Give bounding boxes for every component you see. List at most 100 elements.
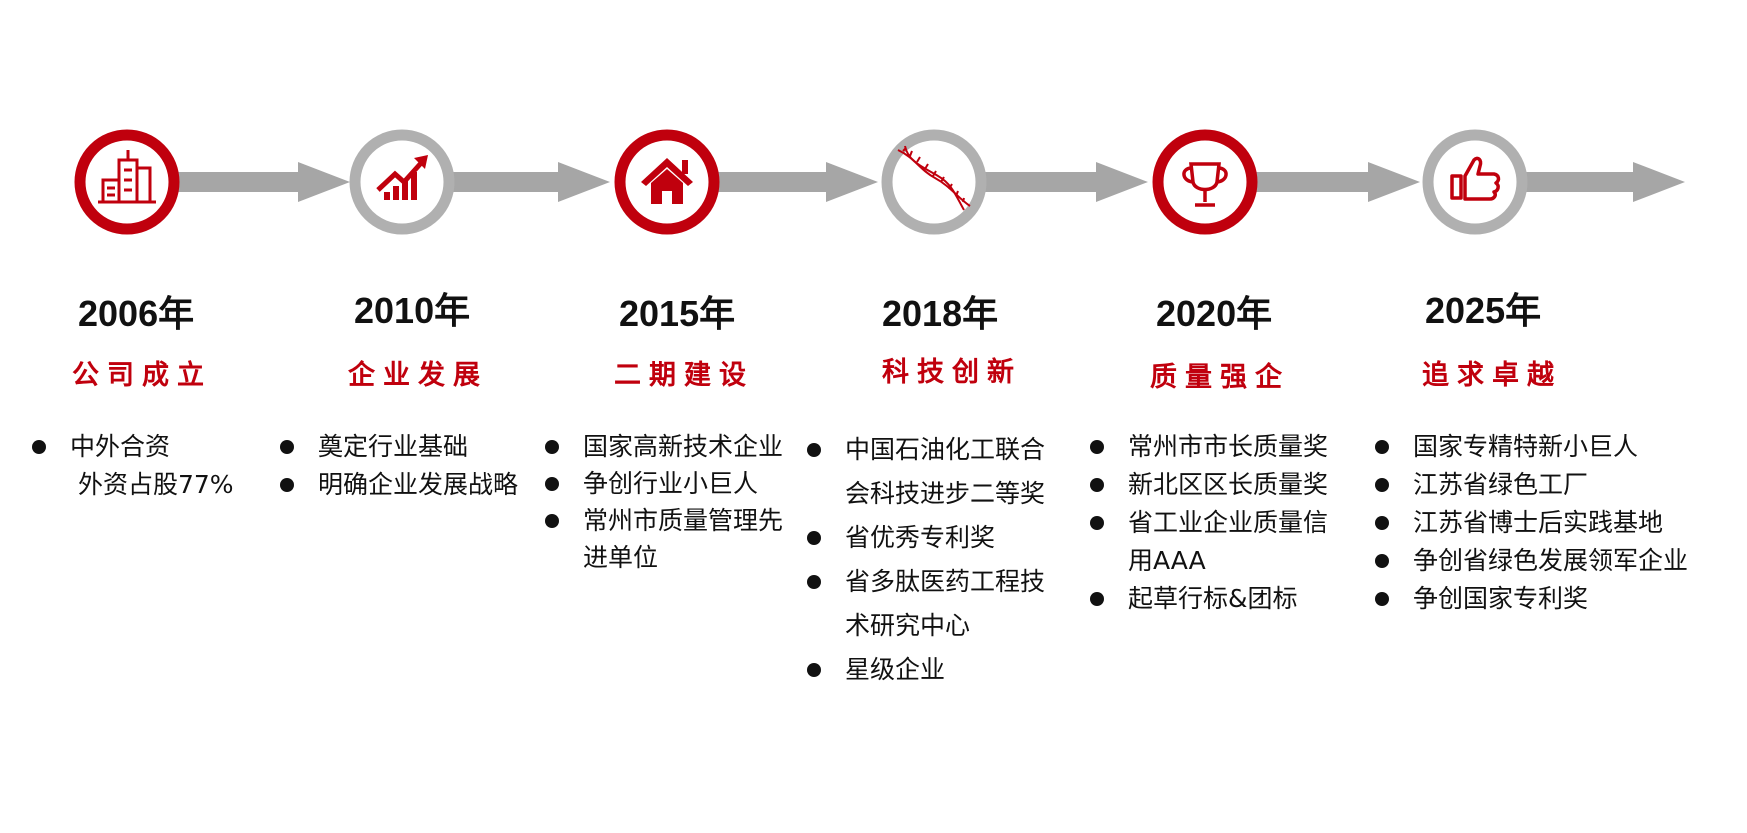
bullet-dot xyxy=(32,440,46,454)
milestone-item-text: 新北区区长质量奖 xyxy=(1128,470,1329,499)
bullet-dot xyxy=(1375,554,1389,568)
arrow-5 xyxy=(1256,162,1420,202)
milestone-title-5: 质量强企 xyxy=(1150,362,1290,393)
milestone-item-text: 用AAA xyxy=(1128,546,1206,575)
growth-chart-icon xyxy=(376,155,428,200)
milestone-year-1: 2006年 xyxy=(78,293,195,334)
bullet-dot xyxy=(807,531,821,545)
milestone-6-item: 争创国家专利奖 xyxy=(1375,580,1688,618)
bullet-dot xyxy=(807,663,821,677)
milestone-list-6: 国家专精特新小巨人江苏省绿色工厂江苏省博士后实践基地争创省绿色发展领军企业争创国… xyxy=(1375,428,1688,618)
milestone-5-item: 省工业企业质量信用AAA xyxy=(1090,504,1328,580)
milestone-item-text: 进单位 xyxy=(583,543,659,572)
milestone-year-2: 2010年 xyxy=(354,290,471,331)
milestone-title-4: 科技创新 xyxy=(882,357,1022,388)
milestone-item-text: 省多肽医药工程技 xyxy=(845,567,1046,596)
bullet-dot xyxy=(1375,516,1389,530)
bullet-dot xyxy=(280,478,294,492)
milestone-5-item: 新北区区长质量奖 xyxy=(1090,466,1328,504)
dna-helix-icon xyxy=(897,145,971,211)
milestone-title-6: 追求卓越 xyxy=(1422,360,1562,391)
bullet-dot xyxy=(807,443,821,457)
house-icon xyxy=(641,158,693,204)
milestone-item-text: 中国石油化工联合 xyxy=(845,435,1046,464)
milestone-3-item: 常州市质量管理先进单位 xyxy=(545,502,783,576)
milestone-item-text: 江苏省绿色工厂 xyxy=(1413,470,1589,499)
bullet-dot xyxy=(545,477,559,491)
milestone-list-3: 国家高新技术企业争创行业小巨人常州市质量管理先进单位 xyxy=(545,428,783,576)
milestone-item-text: 奠定行业基础 xyxy=(318,432,469,461)
milestone-title-2: 企业发展 xyxy=(348,360,488,391)
arrow-4 xyxy=(985,162,1148,202)
milestone-4-item: 省优秀专利奖 xyxy=(807,516,1045,560)
bullet-dot xyxy=(545,440,559,454)
milestone-item-text: 国家高新技术企业 xyxy=(583,432,784,461)
milestone-circle-3 xyxy=(614,129,720,235)
milestone-item-text: 争创国家专利奖 xyxy=(1413,584,1589,613)
bullet-dot xyxy=(1090,440,1104,454)
bullet-dot xyxy=(1090,516,1104,530)
bullet-dot xyxy=(807,575,821,589)
milestone-5-item: 起草行标&团标 xyxy=(1090,580,1328,618)
milestone-item-text: 省工业企业质量信 xyxy=(1128,508,1329,537)
milestone-item-text: 常州市质量管理先 xyxy=(583,506,784,535)
milestone-circle-5 xyxy=(1152,129,1258,235)
bullet-dot xyxy=(1090,478,1104,492)
milestone-item-text: 术研究中心 xyxy=(845,611,971,640)
milestone-item-text: 会科技进步二等奖 xyxy=(845,479,1046,508)
milestone-3-item: 争创行业小巨人 xyxy=(545,465,783,502)
arrow-2 xyxy=(450,162,610,202)
milestone-3-item: 国家高新技术企业 xyxy=(545,428,783,465)
milestone-note-1: 外资占股77% xyxy=(78,470,234,499)
milestone-year-6: 2025年 xyxy=(1425,290,1542,331)
milestone-item-text: 国家专精特新小巨人 xyxy=(1413,432,1639,461)
milestone-item-text: 江苏省博士后实践基地 xyxy=(1413,508,1664,537)
milestone-4-item: 中国石油化工联合会科技进步二等奖 xyxy=(807,428,1045,516)
milestone-year-5: 2020年 xyxy=(1156,293,1273,334)
milestone-circle-4 xyxy=(881,129,987,235)
milestone-year-4: 2018年 xyxy=(882,293,999,334)
milestone-item-text: 起草行标&团标 xyxy=(1128,584,1298,613)
milestone-circle-6 xyxy=(1422,129,1528,235)
milestone-list-1: 中外合资 xyxy=(32,428,170,466)
milestone-2-item: 奠定行业基础 xyxy=(280,428,518,466)
trophy-icon xyxy=(1182,162,1228,207)
milestone-item-text: 争创省绿色发展领军企业 xyxy=(1413,546,1689,575)
bullet-dot xyxy=(545,514,559,528)
milestone-6-item: 争创省绿色发展领军企业 xyxy=(1375,542,1688,580)
milestone-item-text: 星级企业 xyxy=(845,655,946,684)
milestone-6-item: 江苏省博士后实践基地 xyxy=(1375,504,1688,542)
city-buildings-icon xyxy=(98,150,156,204)
arrow-3 xyxy=(715,162,878,202)
milestone-list-2: 奠定行业基础明确企业发展战略 xyxy=(280,428,518,504)
milestone-circle-2 xyxy=(349,129,455,235)
milestone-item-text: 省优秀专利奖 xyxy=(845,523,996,552)
bullet-dot xyxy=(1375,440,1389,454)
milestone-circle-1 xyxy=(74,129,180,235)
bullet-dot xyxy=(1375,592,1389,606)
milestone-list-4: 中国石油化工联合会科技进步二等奖省优秀专利奖省多肽医药工程技术研究中心星级企业 xyxy=(807,428,1045,692)
milestone-item-text: 明确企业发展战略 xyxy=(318,470,519,499)
milestone-6-item: 江苏省绿色工厂 xyxy=(1375,466,1688,504)
milestone-1-item: 中外合资 xyxy=(32,428,170,466)
milestone-year-3: 2015年 xyxy=(619,293,736,334)
milestone-6-item: 国家专精特新小巨人 xyxy=(1375,428,1688,466)
bullet-dot xyxy=(1375,478,1389,492)
milestone-title-3: 二期建设 xyxy=(614,360,754,391)
milestone-2-item: 明确企业发展战略 xyxy=(280,466,518,504)
thumbs-up-icon xyxy=(1450,156,1501,201)
milestone-item-text: 常州市市长质量奖 xyxy=(1128,432,1329,461)
milestone-item-text: 中外合资 xyxy=(70,432,171,461)
milestone-5-item: 常州市市长质量奖 xyxy=(1090,428,1328,466)
bullet-dot xyxy=(280,440,294,454)
bullet-dot xyxy=(1090,592,1104,606)
arrow-6 xyxy=(1525,162,1685,202)
milestone-4-item: 星级企业 xyxy=(807,648,1045,692)
milestone-item-text: 争创行业小巨人 xyxy=(583,469,759,498)
arrow-1 xyxy=(178,162,350,202)
timeline-arrows xyxy=(178,162,1685,202)
milestone-4-item: 省多肽医药工程技术研究中心 xyxy=(807,560,1045,648)
milestone-title-1: 公司成立 xyxy=(72,360,212,391)
